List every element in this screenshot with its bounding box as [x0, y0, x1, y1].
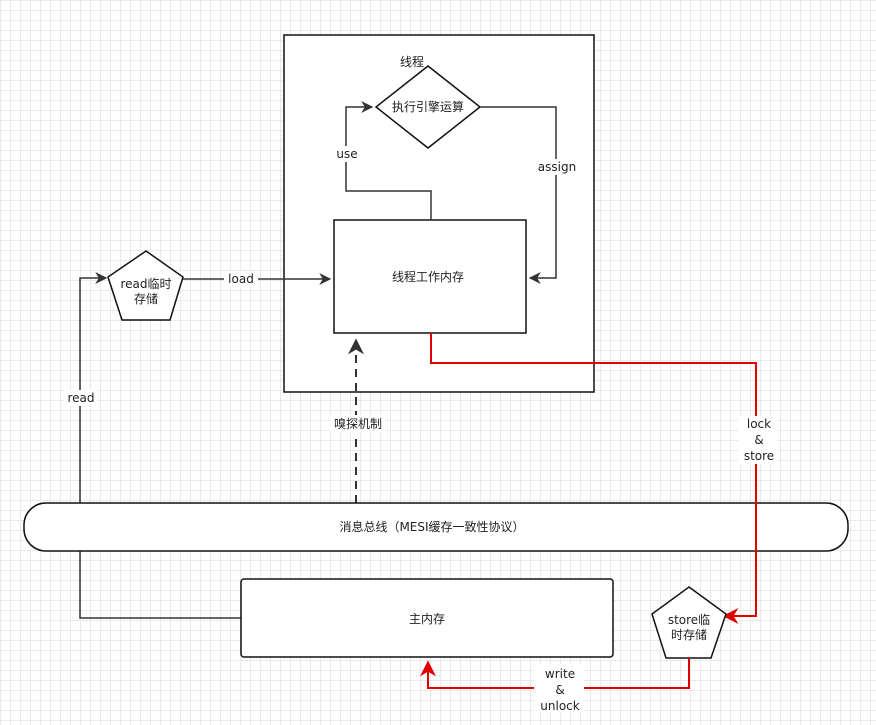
store-temp-label-2: 时存储 — [671, 627, 707, 642]
message-bus-label: 消息总线（MESI缓存一致性协议） — [339, 519, 524, 534]
sniff-label: 嗅探机制 — [334, 417, 382, 431]
exec-engine-diamond — [374, 65, 482, 149]
store-temp-label-1: store临 — [668, 613, 710, 627]
read-label: read — [67, 391, 94, 405]
main-memory-box — [240, 578, 614, 658]
write-amp-label: & — [555, 683, 564, 697]
assign-label: assign — [538, 160, 576, 174]
thread-memory-label: 线程工作内存 — [392, 269, 464, 284]
unlock-label: unlock — [540, 699, 579, 713]
lock-amp-label: & — [754, 433, 763, 447]
lock-store-edge — [430, 333, 757, 624]
write-label: write — [545, 667, 575, 681]
read-temp-label-2: 存储 — [134, 291, 158, 306]
read-temp-pentagon — [107, 250, 184, 321]
store-label: store — [744, 449, 774, 463]
exec-engine-label: 执行引擎运算 — [392, 99, 464, 114]
thread-label: 线程 — [400, 54, 424, 69]
load-label: load — [228, 272, 254, 286]
lock-label: lock — [747, 417, 771, 431]
assign-edge — [480, 106, 557, 284]
use-edge — [345, 101, 432, 220]
message-bus — [23, 502, 849, 552]
read-temp-label-1: read临时 — [120, 277, 171, 291]
main-memory-label: 主内存 — [409, 612, 445, 626]
read-edge — [79, 272, 241, 619]
use-label: use — [336, 147, 357, 161]
